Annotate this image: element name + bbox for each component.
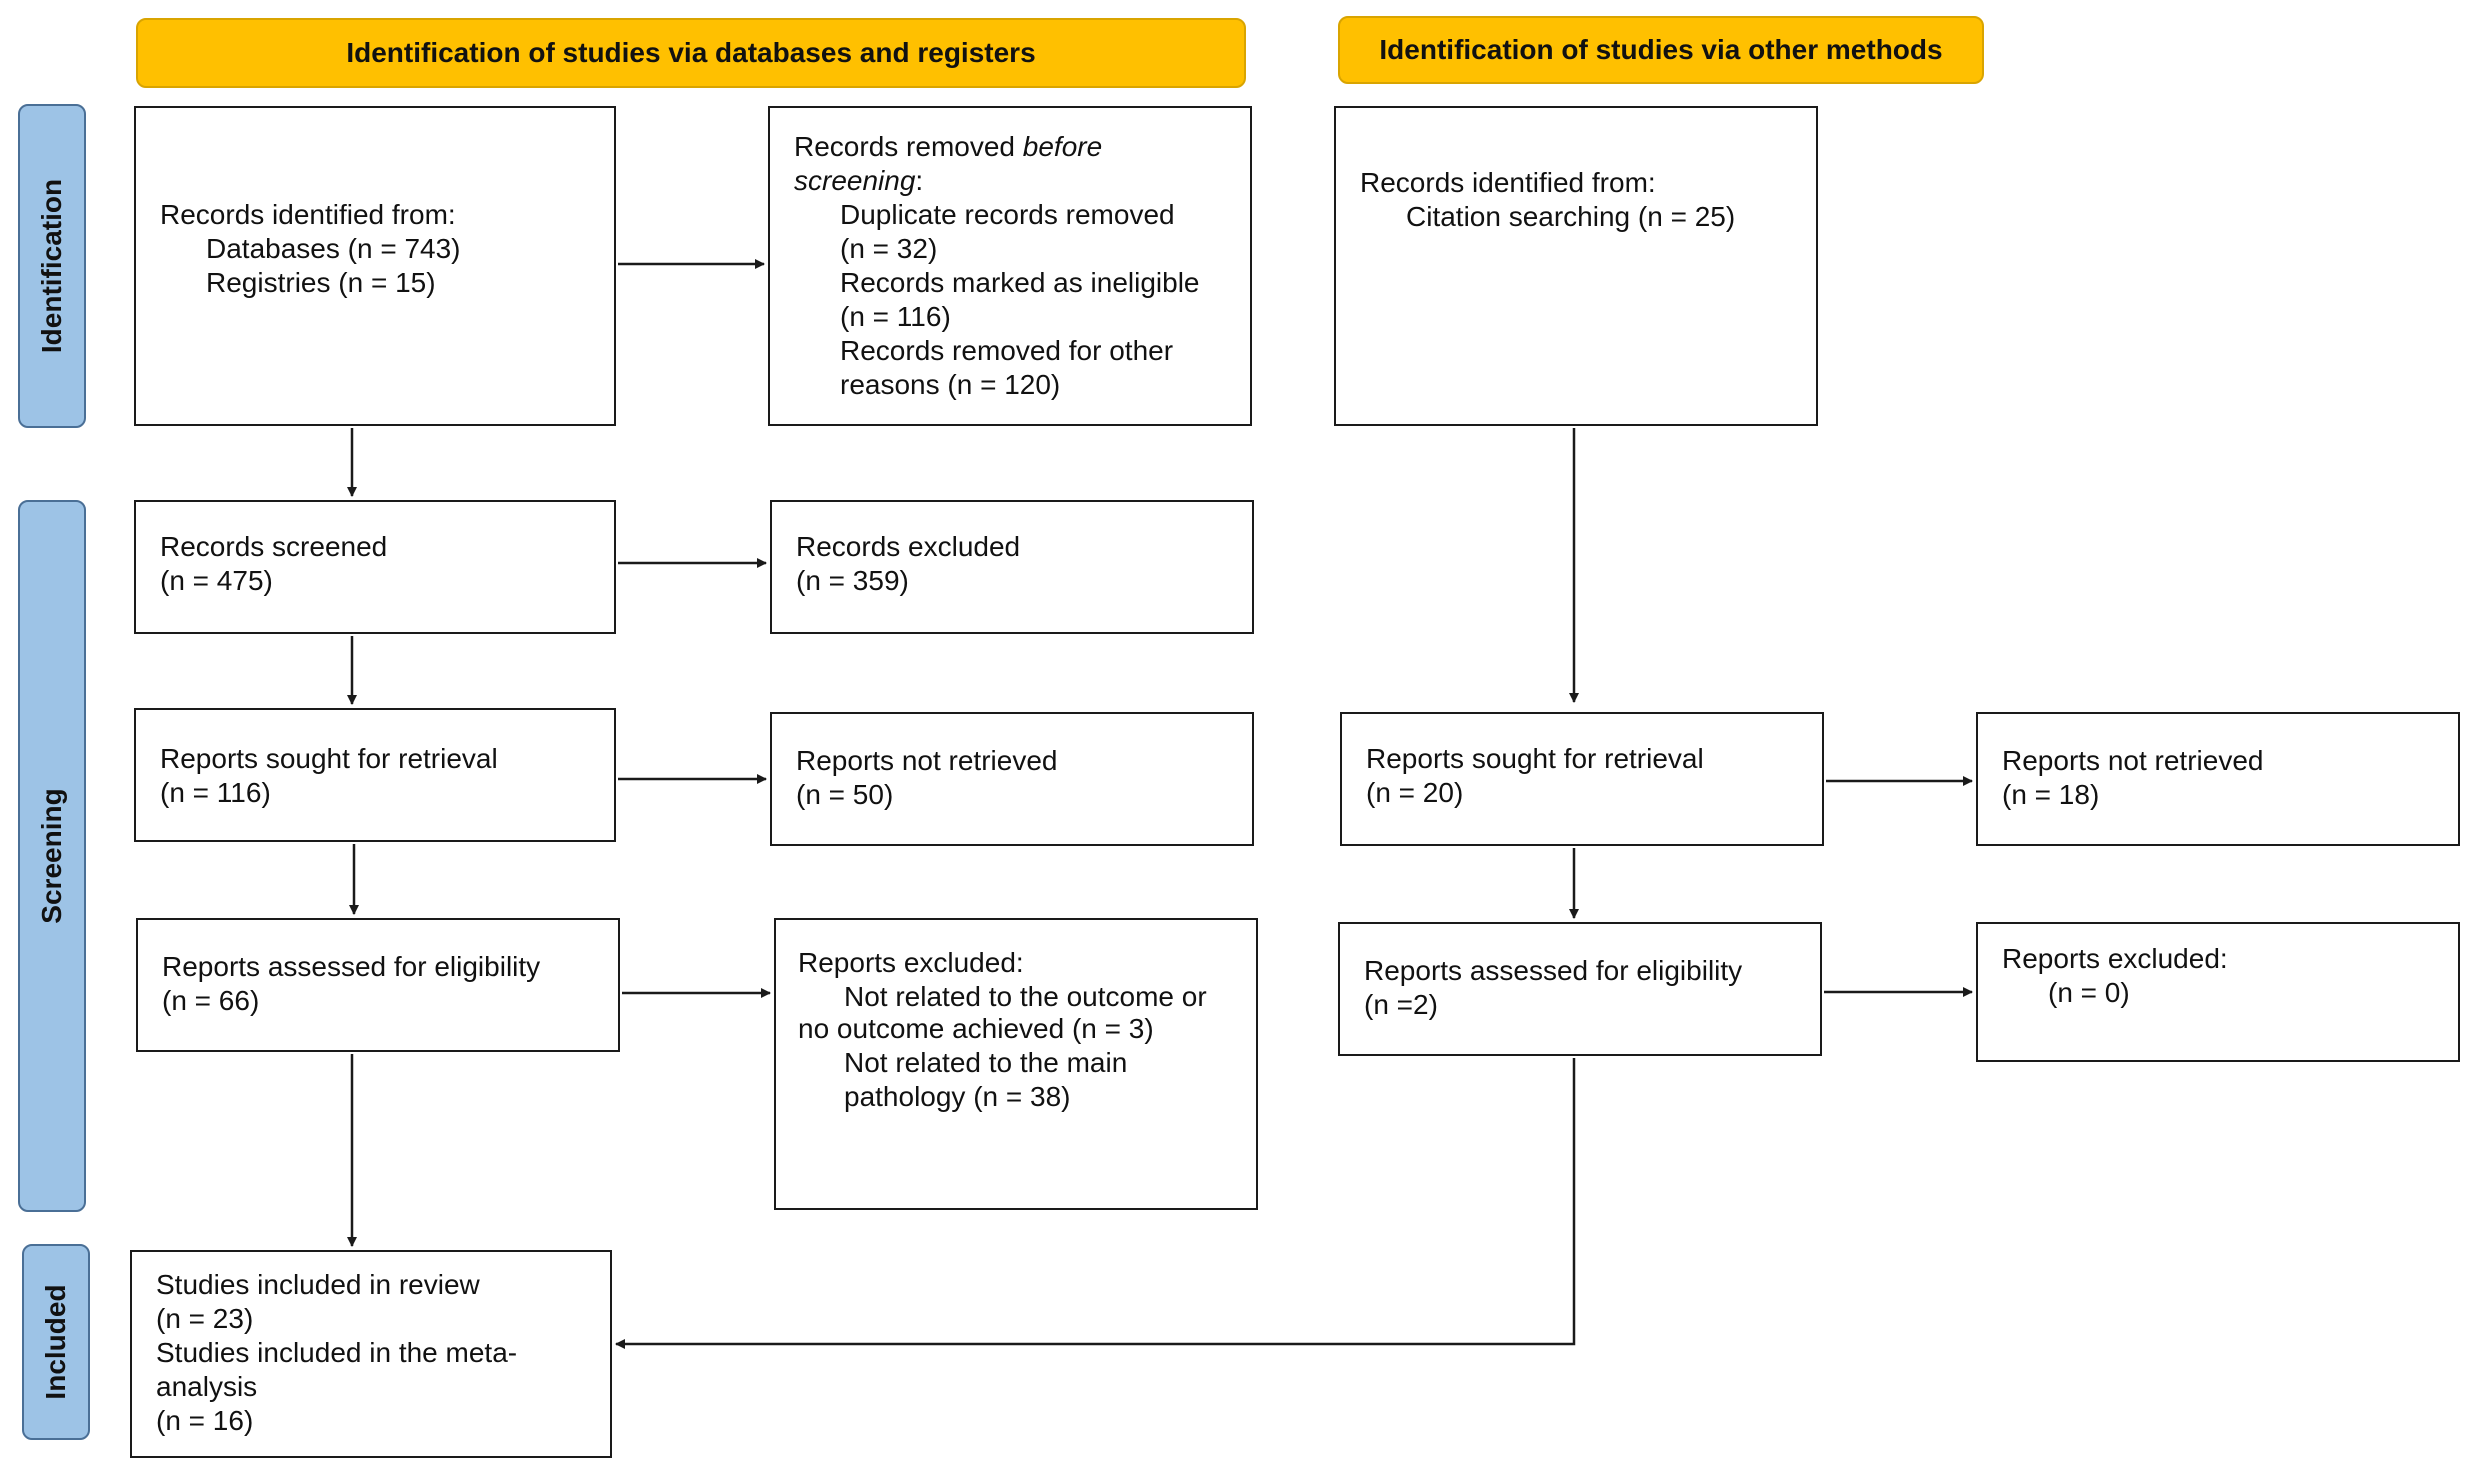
phase-included: Included — [22, 1244, 90, 1440]
records-removed-title: Records removed before screening: — [794, 130, 1226, 198]
ineligible-count: (n = 116) — [840, 301, 951, 332]
studies-meta-label-cont: analysis — [156, 1371, 258, 1402]
duplicates-label: Duplicate records removed — [840, 199, 1175, 230]
other-reports-excluded-box: Reports excluded: (n = 0) — [1976, 922, 2460, 1062]
databases-count: Databases (n = 743) — [206, 233, 461, 264]
duplicates-count: (n = 32) — [840, 233, 938, 264]
other-reports-assessed-count: (n =2) — [1364, 989, 1438, 1020]
records-screened-box: Records screened (n = 475) — [134, 500, 616, 634]
other-records-identified-title: Records identified from: — [1360, 167, 1656, 198]
reason-pathology-cont: pathology (n = 38) — [844, 1081, 1071, 1112]
reports-sought-title: Reports sought for retrieval — [160, 743, 498, 774]
studies-review-label: Studies included in review — [156, 1269, 480, 1300]
reports-assessed-count: (n = 66) — [162, 985, 260, 1016]
reason-pathology: Not related to the main — [844, 1047, 1128, 1078]
other-reports-assessed-title: Reports assessed for eligibility — [1364, 955, 1743, 986]
phase-screening: Screening — [18, 500, 86, 1212]
records-identified-box: Records identified from: Databases (n = … — [134, 106, 616, 426]
other-reports-not-retrieved-title: Reports not retrieved — [2002, 745, 2264, 776]
databases-header-label: Identification of studies via databases … — [346, 37, 1036, 68]
other-reasons-count: reasons (n = 120) — [840, 369, 1061, 400]
other-reports-excluded-title: Reports excluded: — [2002, 943, 2228, 974]
records-screened-title: Records screened — [160, 531, 388, 562]
ineligible-label: Records marked as ineligible — [840, 267, 1200, 298]
records-identified-title: Records identified from: — [160, 199, 456, 230]
registries-count: Registries (n = 15) — [206, 267, 436, 298]
other-reasons-label: Records removed for other — [840, 335, 1174, 366]
reports-not-retrieved-count: (n = 50) — [796, 779, 894, 810]
other-methods-header: Identification of studies via other meth… — [1338, 16, 1984, 84]
records-screened-count: (n = 475) — [160, 565, 273, 596]
records-excluded-title: Records excluded — [796, 531, 1021, 562]
records-excluded-count: (n = 359) — [796, 565, 909, 596]
other-reports-sought-title: Reports sought for retrieval — [1366, 743, 1704, 774]
other-methods-header-label: Identification of studies via other meth… — [1379, 34, 1943, 65]
reports-excluded-box: Reports excluded: Not related to the out… — [774, 918, 1258, 1210]
databases-header: Identification of studies via databases … — [136, 18, 1246, 88]
reason-outcome: Not related to the outcome or — [844, 981, 1207, 1012]
removed-title-prefix: Records removed — [794, 131, 1023, 162]
studies-included-box: Studies included in review (n = 23) Stud… — [130, 1250, 612, 1458]
phase-identification: Identification — [18, 104, 86, 428]
arrow-other-assessed-to-included — [615, 1058, 1576, 1349]
reports-sought-count: (n = 116) — [160, 777, 271, 808]
reports-excluded-title: Reports excluded: — [798, 947, 1024, 978]
reports-assessed-title: Reports assessed for eligibility — [162, 951, 541, 982]
other-reports-sought-box: Reports sought for retrieval (n = 20) — [1340, 712, 1824, 846]
reports-not-retrieved-box: Reports not retrieved (n = 50) — [770, 712, 1254, 846]
records-removed-box: Records removed before screening: Duplic… — [768, 106, 1252, 426]
other-reports-sought-count: (n = 20) — [1366, 777, 1464, 808]
other-reports-not-retrieved-count: (n = 18) — [2002, 779, 2100, 810]
reports-not-retrieved-title: Reports not retrieved — [796, 745, 1058, 776]
other-records-identified-box: Records identified from: Citation search… — [1334, 106, 1818, 426]
other-reports-not-retrieved-box: Reports not retrieved (n = 18) — [1976, 712, 2460, 846]
other-reports-excluded-count: (n = 0) — [2048, 977, 2130, 1008]
studies-meta-count: (n = 16) — [156, 1405, 254, 1436]
other-reports-assessed-box: Reports assessed for eligibility (n =2) — [1338, 922, 1822, 1056]
removed-title-italic: before screening — [794, 131, 1103, 196]
reason-outcome-cont: no outcome achieved (n = 3) — [798, 1013, 1154, 1044]
studies-review-count: (n = 23) — [156, 1303, 254, 1334]
reports-assessed-box: Reports assessed for eligibility (n = 66… — [136, 918, 620, 1052]
citation-searching-count: Citation searching (n = 25) — [1406, 201, 1736, 232]
reports-sought-box: Reports sought for retrieval (n = 116) — [134, 708, 616, 842]
studies-meta-label: Studies included in the meta- — [156, 1337, 518, 1368]
removed-title-suffix: : — [915, 165, 924, 196]
records-excluded-box: Records excluded (n = 359) — [770, 500, 1254, 634]
